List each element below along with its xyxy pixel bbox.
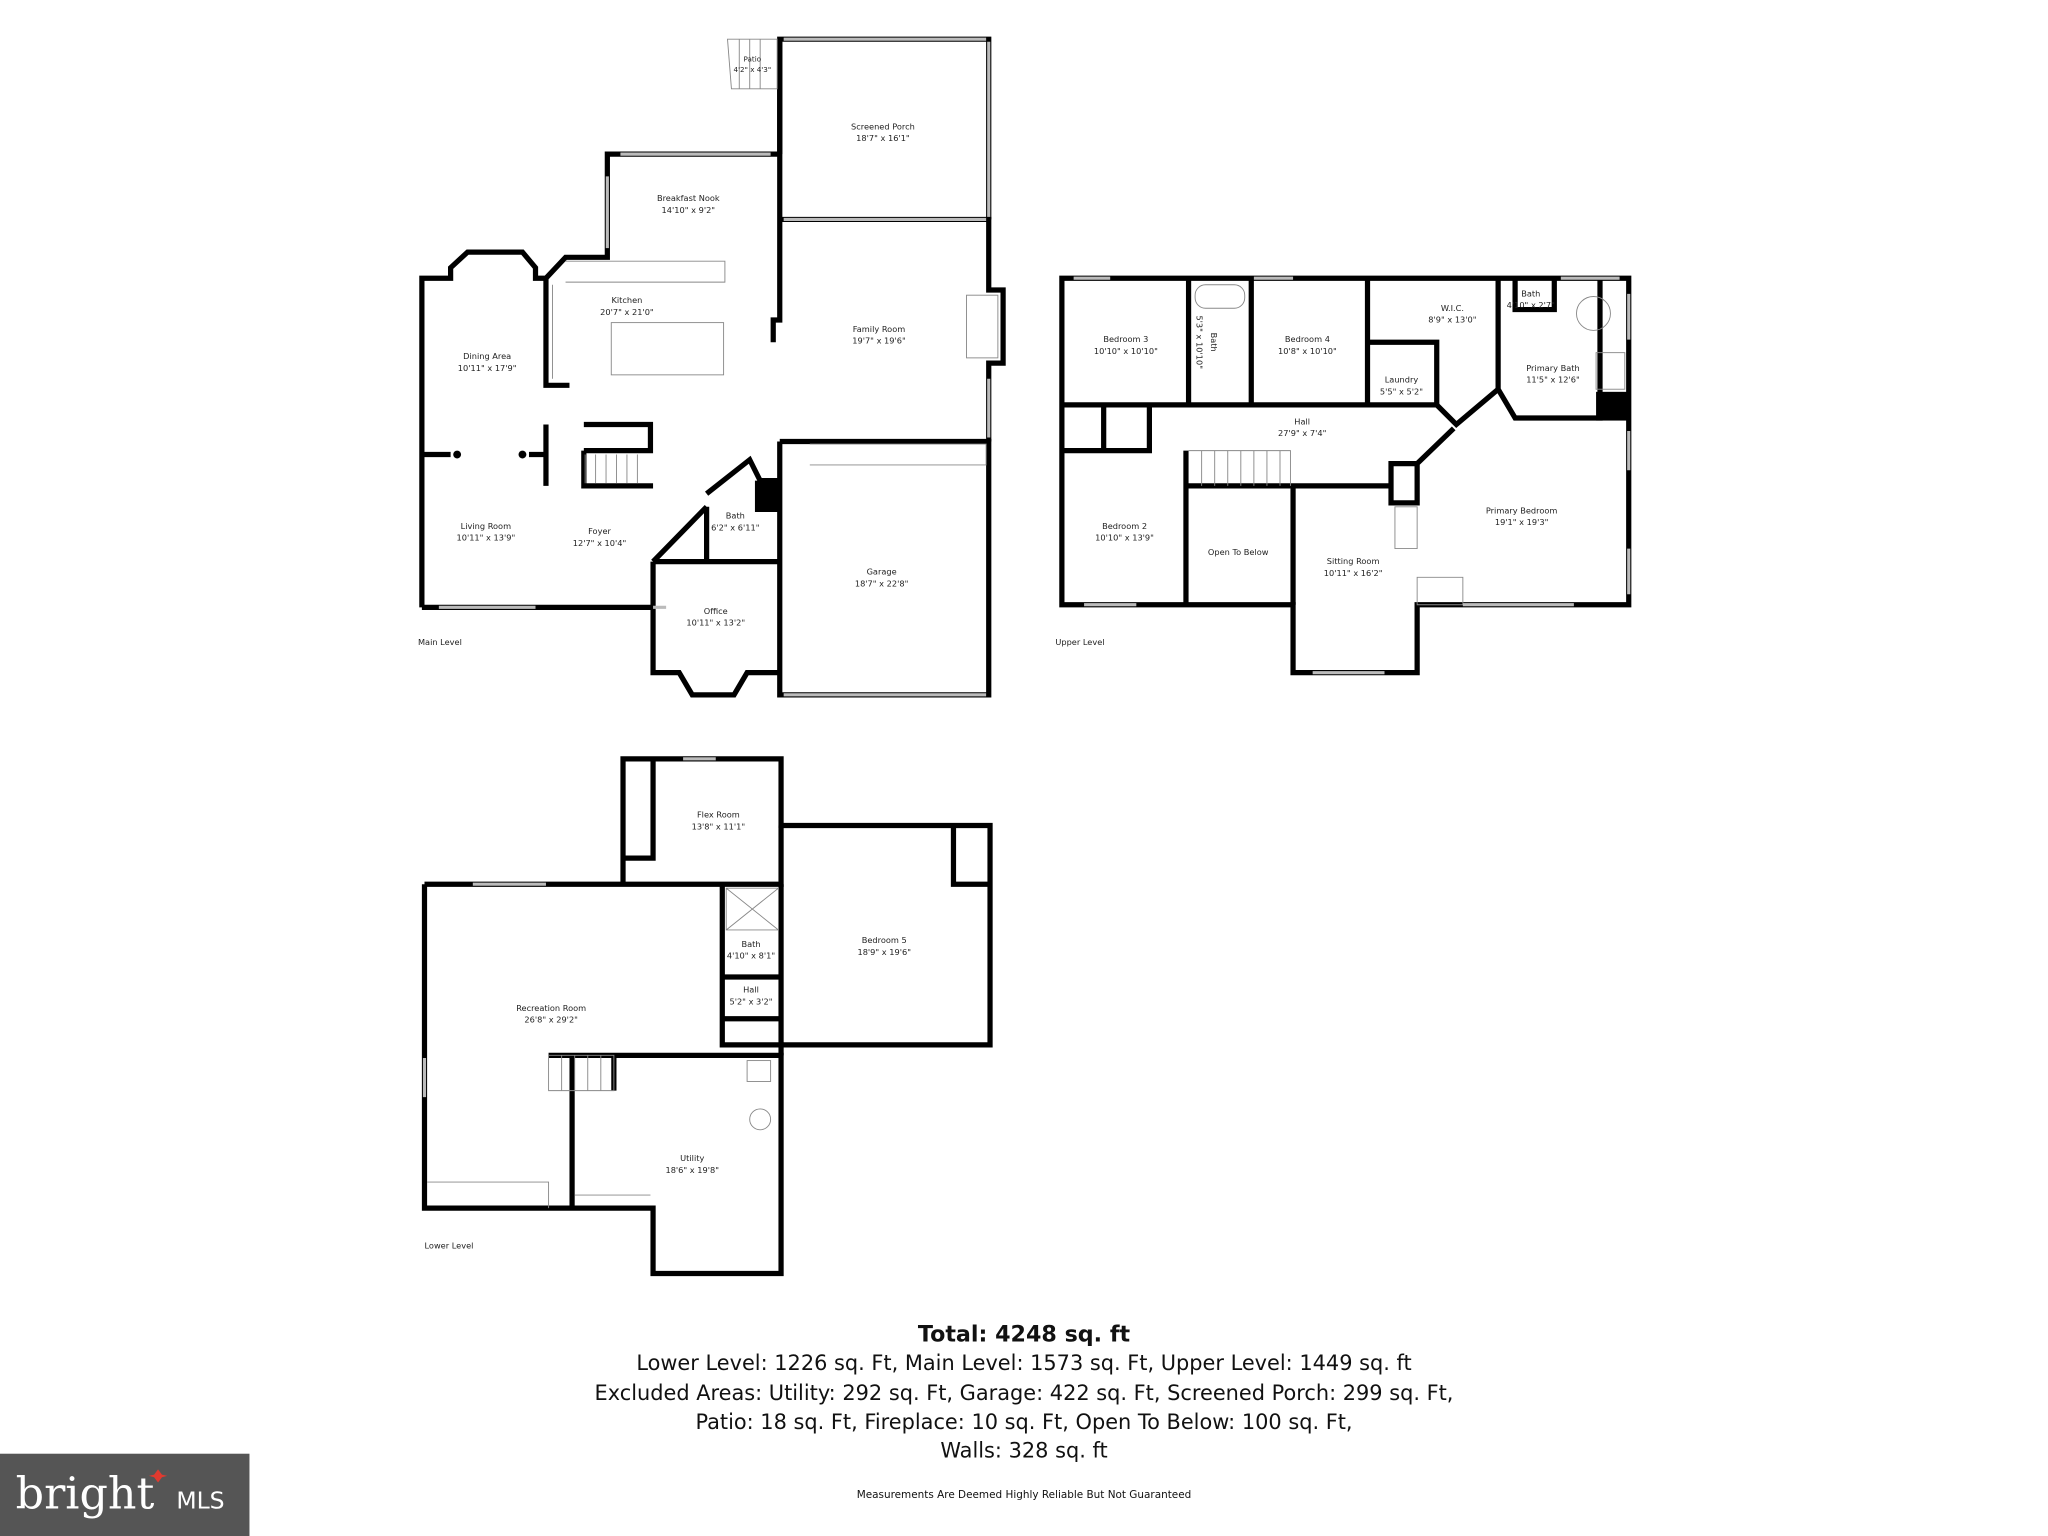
furnace-icon xyxy=(749,1108,772,1131)
logo-suffix: MLS xyxy=(176,1487,224,1515)
room-dims: 10'11" x 13'9" xyxy=(456,533,515,543)
room-dims: 13'8" x 11'1" xyxy=(692,821,746,831)
room-name: Bath xyxy=(1521,288,1540,298)
room-name: Bedroom 5 xyxy=(862,935,907,945)
logo-text: bright xyxy=(16,1469,155,1520)
shower-icon xyxy=(1595,352,1626,390)
room-name: Bath xyxy=(1209,333,1219,352)
water-heater-icon xyxy=(746,1060,772,1082)
room-name: Garage xyxy=(867,567,897,577)
room-dims: 18'9" x 19'6" xyxy=(857,947,911,957)
room-dims: 18'7" x 22'8" xyxy=(855,578,909,588)
room-name: Primary Bedroom xyxy=(1486,505,1558,515)
room-name: Kitchen xyxy=(611,295,642,305)
room-name: Sitting Room xyxy=(1327,556,1380,566)
logo-spark-icon xyxy=(148,1469,168,1483)
room-dims: 4'2" x 4'3" xyxy=(734,65,772,74)
level-label: Lower Level xyxy=(424,1241,473,1251)
summary-line: Excluded Areas: Utility: 292 sq. Ft, Gar… xyxy=(595,1381,1454,1405)
room-name: Bedroom 4 xyxy=(1285,334,1330,344)
room-name: Living Room xyxy=(461,521,511,531)
room-dims: 4'10" x 2'7" xyxy=(1507,300,1555,310)
area-summary: Total: 4248 sq. ft Lower Level: 1226 sq.… xyxy=(595,1321,1454,1501)
room-dims: 20'7" x 21'0" xyxy=(600,307,654,317)
fireplace-icon xyxy=(966,294,999,359)
room-name: Family Room xyxy=(853,324,905,334)
room-dims: 10'11" x 13'2" xyxy=(686,618,745,628)
room-dims: 10'10" x 13'9" xyxy=(1095,533,1154,543)
room-dims: 26'8" x 29'2" xyxy=(524,1015,578,1025)
room-dims: 5'5" x 5'2" xyxy=(1380,386,1423,396)
room-name: Screened Porch xyxy=(851,121,915,131)
room-name: Office xyxy=(704,606,728,616)
room-name: Bedroom 3 xyxy=(1103,334,1148,344)
main-level-plan xyxy=(419,36,1006,698)
level-label: Main Level xyxy=(418,637,462,647)
room-name: Utility xyxy=(680,1153,704,1163)
room-dims: 27'9" x 7'4" xyxy=(1278,428,1326,438)
room-dims: 19'1" x 19'3" xyxy=(1495,517,1549,527)
room-dims: 10'11" x 17'9" xyxy=(458,363,517,373)
room-name: Breakfast Nook xyxy=(657,193,720,203)
room-labels: Patio 4'2" x 4'3" Screened Porch 18'7" x… xyxy=(418,54,1580,1250)
wall-block xyxy=(1596,391,1628,421)
room-dims: 10'11" x 16'2" xyxy=(1324,568,1383,578)
column-icon xyxy=(453,450,462,459)
room-name: Primary Bath xyxy=(1526,363,1579,373)
room-name: Laundry xyxy=(1385,375,1419,385)
room-dims: 6'2" x 6'11" xyxy=(711,522,759,532)
room-name: Bedroom 2 xyxy=(1102,521,1147,531)
room-dims: 8'9" x 13'0" xyxy=(1428,315,1476,325)
chimney-block xyxy=(754,480,779,512)
room-dims: 18'6" x 19'8" xyxy=(665,1165,719,1175)
column-icon xyxy=(518,450,527,459)
kitchen-island xyxy=(610,322,725,376)
room-dims: 11'5" x 12'6" xyxy=(1526,375,1580,385)
room-name: Dining Area xyxy=(463,351,511,361)
summary-line: Walls: 328 sq. ft xyxy=(940,1439,1107,1463)
room-name: Patio xyxy=(744,54,762,63)
room-name: Foyer xyxy=(588,526,611,536)
bright-mls-logo: bright MLS xyxy=(0,1453,250,1536)
room-name: Hall xyxy=(1294,416,1310,426)
room-name: W.I.C. xyxy=(1441,303,1464,313)
room-name: Recreation Room xyxy=(516,1003,586,1013)
summary-line: Lower Level: 1226 sq. Ft, Main Level: 15… xyxy=(636,1351,1411,1375)
room-dims: 12'7" x 10'4" xyxy=(573,538,627,548)
summary-line: Patio: 18 sq. Ft, Fireplace: 10 sq. Ft, … xyxy=(695,1410,1352,1434)
lower-level-plan xyxy=(421,756,993,1277)
room-name: Hall xyxy=(743,985,759,995)
bathtub-icon xyxy=(1194,284,1246,309)
room-dims: 10'8" x 10'10" xyxy=(1278,346,1337,356)
level-label: Upper Level xyxy=(1055,637,1104,647)
room-name: Flex Room xyxy=(697,810,740,820)
upper-level-plan xyxy=(1059,275,1632,676)
room-dims: 18'7" x 16'1" xyxy=(856,133,910,143)
room-name: Open To Below xyxy=(1208,547,1269,557)
bathtub-icon xyxy=(1576,296,1611,331)
room-dims: 14'10" x 9'2" xyxy=(662,205,716,215)
room-dims: 19'7" x 19'6" xyxy=(852,336,906,346)
room-dims: 4'10" x 8'1" xyxy=(727,951,775,961)
room-dims: 10'10" x 10'10" xyxy=(1094,346,1158,356)
room-dims: 5'3" x 10'10" xyxy=(1194,315,1204,369)
total-area: Total: 4248 sq. ft xyxy=(918,1321,1131,1347)
room-name: Bath xyxy=(726,511,745,521)
room-name: Bath xyxy=(741,939,760,949)
disclaimer: Measurements Are Deemed Highly Reliable … xyxy=(857,1489,1192,1501)
room-dims: 5'2" x 3'2" xyxy=(729,996,772,1006)
